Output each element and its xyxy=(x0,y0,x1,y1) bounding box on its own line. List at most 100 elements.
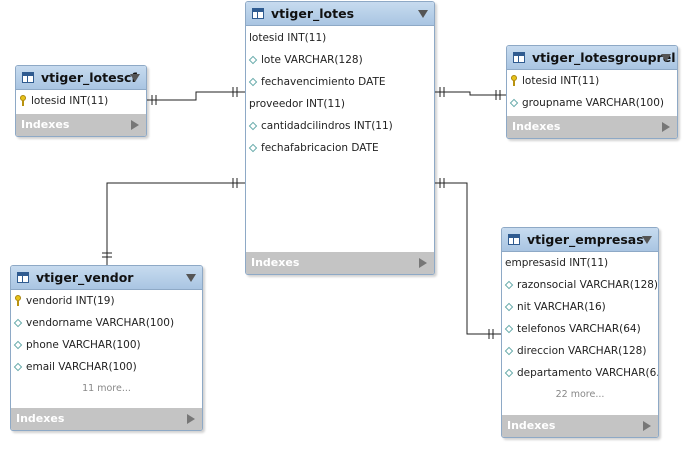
indexes-label: Indexes xyxy=(512,120,561,133)
column-diamond-icon xyxy=(248,55,258,65)
indexes-label: Indexes xyxy=(251,256,300,269)
column-row: razonsocial VARCHAR(128) xyxy=(502,274,658,296)
column-label: fechavencimiento DATE xyxy=(261,76,386,88)
column-diamond-icon xyxy=(13,318,23,328)
column-label: nit VARCHAR(16) xyxy=(517,301,606,313)
column-label: lotesid INT(11) xyxy=(522,75,600,87)
table-header[interactable]: vtiger_vendor xyxy=(11,266,202,290)
column-label: lotesid INT(11) xyxy=(249,32,327,44)
column-diamond-icon xyxy=(13,340,23,350)
table-vtiger-lotes[interactable]: vtiger_lotes lotesid INT(11) lote VARCHA… xyxy=(245,1,435,275)
indexes-label: Indexes xyxy=(16,412,65,425)
column-row: nit VARCHAR(16) xyxy=(502,296,658,318)
column-row: vendorid INT(19) xyxy=(11,290,202,312)
column-row: lotesid INT(11) xyxy=(246,27,434,49)
column-row: telefonos VARCHAR(64) xyxy=(502,318,658,340)
more-columns-label[interactable]: 11 more... xyxy=(82,383,131,394)
table-title: vtiger_empresas xyxy=(527,232,644,247)
primary-key-icon xyxy=(20,95,26,107)
table-icon xyxy=(22,72,34,83)
primary-key-icon xyxy=(15,295,21,307)
table-icon xyxy=(513,52,525,63)
expand-arrow-icon[interactable] xyxy=(643,421,651,431)
column-row: groupname VARCHAR(100) xyxy=(507,92,677,114)
primary-key-icon xyxy=(511,75,517,87)
table-vtiger-vendor[interactable]: vtiger_vendor vendorid INT(19) vendornam… xyxy=(10,265,203,431)
column-row: fechafabricacion DATE xyxy=(246,137,434,159)
expand-arrow-icon[interactable] xyxy=(419,258,427,268)
column-diamond-icon xyxy=(504,368,514,378)
column-label: cantidadcilindros INT(11) xyxy=(261,120,393,132)
column-label: vendorname VARCHAR(100) xyxy=(26,317,175,329)
column-label: razonsocial VARCHAR(128) xyxy=(517,279,658,291)
table-header[interactable]: vtiger_empresas xyxy=(502,228,658,252)
table-icon xyxy=(17,272,29,283)
indexes-label: Indexes xyxy=(507,419,556,432)
column-row: departamento VARCHAR(6... xyxy=(502,362,658,384)
column-row: fechavencimiento DATE xyxy=(246,71,434,93)
table-title: vtiger_lotes xyxy=(271,6,355,21)
column-label: vendorid INT(19) xyxy=(26,295,115,307)
column-row: phone VARCHAR(100) xyxy=(11,334,202,356)
indexes-bar[interactable]: Indexes xyxy=(11,408,202,430)
more-columns-label[interactable]: 22 more... xyxy=(555,389,605,400)
expand-arrow-icon[interactable] xyxy=(131,120,139,130)
column-diamond-icon xyxy=(248,143,258,153)
column-row: vendorname VARCHAR(100) xyxy=(11,312,202,334)
table-icon xyxy=(252,8,264,19)
indexes-bar[interactable]: Indexes xyxy=(502,415,658,437)
column-diamond-icon xyxy=(509,98,519,108)
column-row: lotesid INT(11) xyxy=(507,70,677,92)
column-label: direccion VARCHAR(128) xyxy=(517,345,647,357)
column-label: groupname VARCHAR(100) xyxy=(522,97,665,109)
column-label: telefonos VARCHAR(64) xyxy=(517,323,641,335)
column-diamond-icon xyxy=(248,77,258,87)
column-row: email VARCHAR(100) xyxy=(11,356,202,378)
collapse-caret-icon[interactable] xyxy=(661,54,671,62)
column-diamond-icon xyxy=(248,121,258,131)
table-header[interactable]: vtiger_lotes xyxy=(246,2,434,26)
column-label: departamento VARCHAR(6... xyxy=(517,367,658,379)
connector-lotescf-lotes xyxy=(147,87,245,105)
column-label: empresasid INT(11) xyxy=(505,257,609,269)
column-row: lote VARCHAR(128) xyxy=(246,49,434,71)
table-icon xyxy=(508,234,520,245)
table-title: vtiger_lotescf xyxy=(41,70,137,85)
indexes-bar[interactable]: Indexes xyxy=(246,252,434,274)
column-diamond-icon xyxy=(504,302,514,312)
collapse-caret-icon[interactable] xyxy=(642,236,652,244)
table-vtiger-lotesgrouprel[interactable]: vtiger_lotesgrouprel lotesid INT(11) gro… xyxy=(506,45,678,139)
expand-arrow-icon[interactable] xyxy=(187,414,195,424)
indexes-bar[interactable]: Indexes xyxy=(507,116,677,138)
expand-arrow-icon[interactable] xyxy=(662,122,670,132)
collapse-caret-icon[interactable] xyxy=(418,10,428,18)
connector-lotes-empresas xyxy=(435,178,501,339)
column-label: fechafabricacion DATE xyxy=(261,142,379,154)
column-label: lotesid INT(11) xyxy=(31,95,109,107)
column-row: cantidadcilindros INT(11) xyxy=(246,115,434,137)
column-label: phone VARCHAR(100) xyxy=(26,339,141,351)
collapse-caret-icon[interactable] xyxy=(130,74,140,82)
column-diamond-icon xyxy=(504,324,514,334)
collapse-caret-icon[interactable] xyxy=(186,274,196,282)
connector-lotes-vendor xyxy=(102,178,245,265)
column-row: proveedor INT(11) xyxy=(246,93,434,115)
column-diamond-icon xyxy=(504,346,514,356)
column-row: direccion VARCHAR(128) xyxy=(502,340,658,362)
table-title: vtiger_vendor xyxy=(36,270,134,285)
table-vtiger-empresas[interactable]: vtiger_empresas empresasid INT(11) razon… xyxy=(501,227,659,438)
column-diamond-icon xyxy=(13,362,23,372)
table-header[interactable]: vtiger_lotesgrouprel xyxy=(507,46,677,70)
column-label: email VARCHAR(100) xyxy=(26,361,137,373)
column-label: lote VARCHAR(128) xyxy=(261,54,363,66)
connector-lotes-lotesgrouprel xyxy=(435,87,506,100)
column-diamond-icon xyxy=(504,280,514,290)
table-header[interactable]: vtiger_lotescf xyxy=(16,66,146,90)
table-title: vtiger_lotesgrouprel xyxy=(532,50,676,65)
table-vtiger-lotescf[interactable]: vtiger_lotescf lotesid INT(11) Indexes xyxy=(15,65,147,137)
indexes-bar[interactable]: Indexes xyxy=(16,114,146,136)
indexes-label: Indexes xyxy=(21,118,70,131)
column-row: empresasid INT(11) xyxy=(502,252,658,274)
column-label: proveedor INT(11) xyxy=(249,98,345,110)
